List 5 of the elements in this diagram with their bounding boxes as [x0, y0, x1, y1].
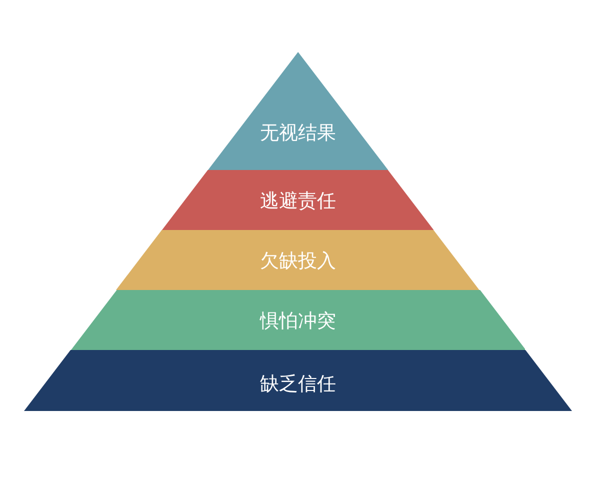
layer-label: 惧怕冲突	[260, 309, 336, 334]
layer-label: 缺乏信任	[260, 372, 336, 397]
layer-label: 无视结果	[260, 121, 336, 146]
layer-label: 欠缺投入	[260, 249, 336, 274]
layer-label: 逃避责任	[260, 189, 336, 214]
